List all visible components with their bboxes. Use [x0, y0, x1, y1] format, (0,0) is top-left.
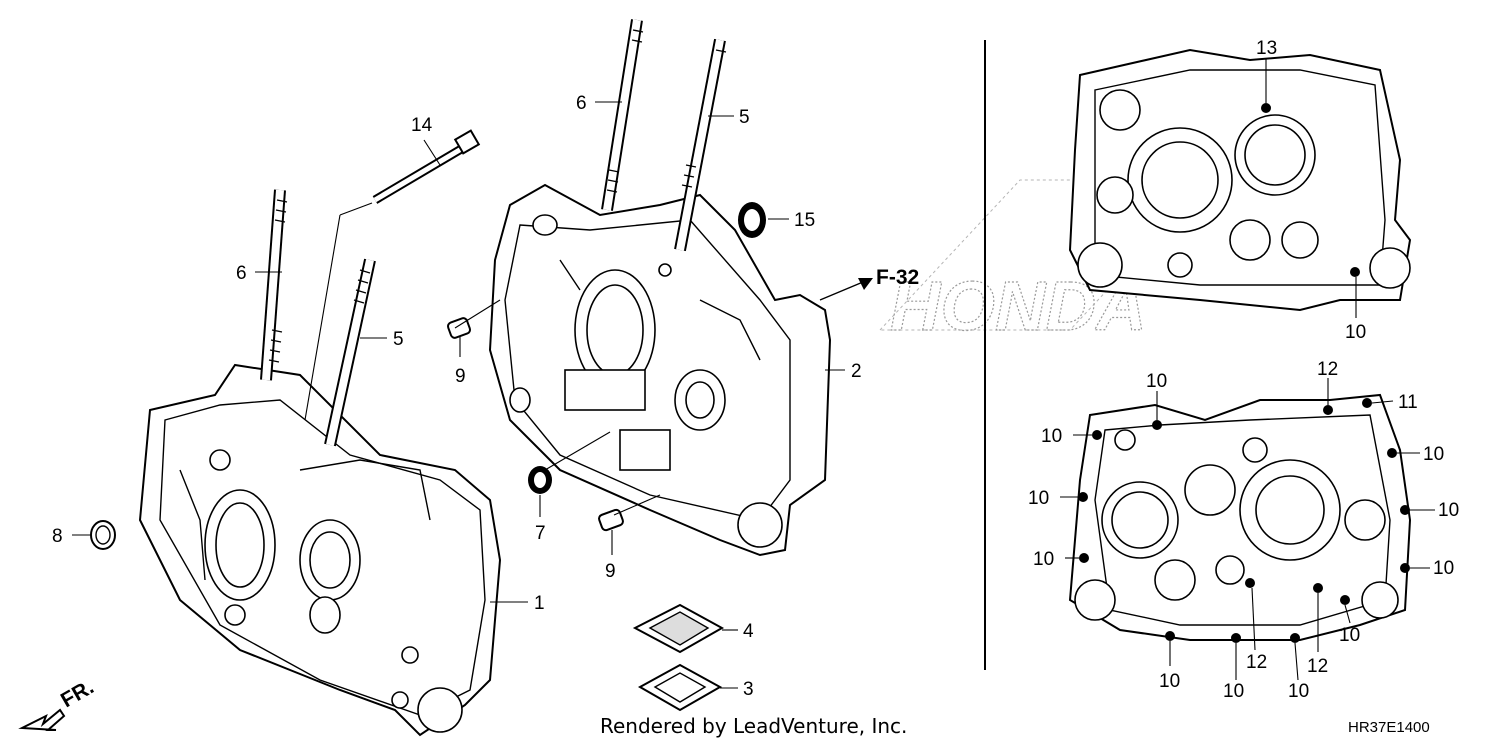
callout-10-top: 10 [1146, 371, 1167, 392]
bolt-14 [304, 129, 481, 421]
callout-4: 4 [743, 621, 754, 642]
callout-7: 7 [535, 523, 546, 544]
callout-15: 15 [794, 210, 815, 231]
callout-11: 11 [1398, 392, 1418, 413]
callout-10-left-3: 10 [1033, 549, 1054, 570]
left-crankcase-part-1 [138, 363, 502, 737]
left-stud-5 [324, 258, 376, 447]
callout-6-left: 6 [236, 263, 247, 284]
crankcase-bolt-view-upper [1068, 48, 1412, 312]
dowel-pin-part-9-upper [446, 317, 472, 339]
diagram-code: HR37E1400 [1348, 719, 1430, 736]
callout-10-bottom-3: 10 [1288, 681, 1309, 702]
dowel-pin-part-9-lower [598, 508, 624, 532]
callout-10-left-1: 10 [1041, 426, 1062, 447]
right-stud-5 [674, 38, 727, 252]
oil-seal-part-15 [738, 202, 766, 238]
callout-14: 14 [411, 115, 433, 136]
callout-3: 3 [743, 679, 754, 700]
callout-10-bottom-2: 10 [1223, 681, 1244, 702]
callout-2: 2 [851, 361, 862, 382]
callout-10-right-2: 10 [1438, 500, 1459, 521]
callout-10-upper-view: 10 [1345, 322, 1366, 343]
gasket-part-4 [632, 603, 725, 654]
f32-reference-label: F-32 [876, 266, 919, 289]
callout-5-right: 5 [739, 107, 750, 128]
right-crankcase-part-2 [488, 183, 832, 557]
callout-10-bottom-1: 10 [1159, 671, 1180, 692]
right-stud-6 [601, 19, 644, 211]
callout-10-left-2: 10 [1028, 488, 1049, 509]
callout-10-right-1: 10 [1423, 444, 1444, 465]
callout-1: 1 [534, 593, 545, 614]
left-stud-6 [260, 189, 288, 381]
front-direction-label: FR. [57, 675, 98, 712]
front-direction-arrow [18, 708, 66, 731]
callout-10-right-3: 10 [1433, 558, 1454, 579]
callout-5-left: 5 [393, 329, 404, 350]
gasket-part-3 [637, 663, 723, 712]
leader-lines [72, 101, 845, 689]
callout-13: 13 [1256, 38, 1277, 59]
callout-6-right: 6 [576, 93, 587, 114]
crankcase-bolt-view-lower [1068, 393, 1412, 643]
callout-9-lower: 9 [605, 561, 616, 582]
washer-part-8 [90, 520, 116, 550]
callout-10-bottom-right: 10 [1339, 625, 1360, 646]
callout-9-upper: 9 [455, 366, 466, 387]
oil-seal-part-7 [528, 466, 552, 494]
footer-credit: Rendered by LeadVenture, Inc. [600, 714, 907, 738]
callout-12-top: 12 [1317, 359, 1338, 380]
callout-8: 8 [52, 526, 63, 547]
right-view-leaders [1060, 58, 1435, 681]
callout-12-bottom-right: 12 [1307, 656, 1328, 677]
callout-12-bottom-left: 12 [1246, 652, 1267, 673]
f32-reference-arrow [819, 278, 873, 301]
